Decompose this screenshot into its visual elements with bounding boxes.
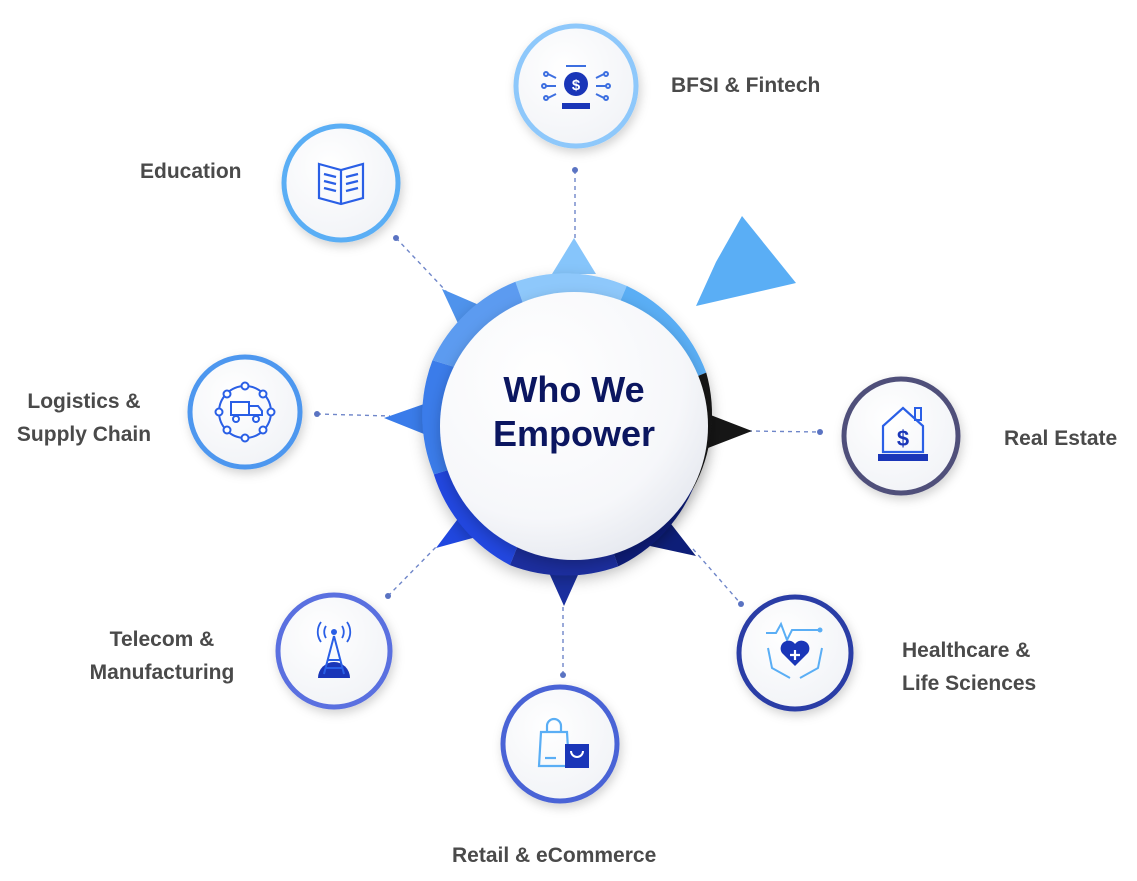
node-retail[interactable]: [500, 684, 620, 804]
connectors: [316, 170, 821, 675]
center-title-line-1: Who We: [503, 369, 645, 410]
connector-healthcare: [692, 548, 742, 605]
connector-education: [395, 237, 447, 292]
node-telecom[interactable]: [275, 592, 393, 710]
decorative-arrow-icon: [696, 216, 796, 306]
connector-logistics: [316, 413, 391, 417]
heart-hands-icon: [766, 621, 823, 679]
label-telecom: Telecom & Manufacturing: [89, 628, 235, 684]
connector-real-estate: [747, 430, 821, 433]
label-real-estate: Real Estate: [1004, 427, 1118, 450]
label-bfsi: BFSI & Fintech: [671, 74, 821, 97]
node-healthcare[interactable]: [736, 594, 854, 712]
label-retail: Retail & eCommerce: [452, 844, 657, 867]
ring-pointers: [384, 238, 752, 606]
center-disc: [440, 292, 708, 560]
connector-telecom: [387, 544, 439, 597]
antenna-tower-gear-icon: [316, 621, 352, 678]
center-title-line-2: Empower: [492, 413, 656, 454]
bank-dollar-circuit-icon: [541, 65, 611, 109]
node-bfsi[interactable]: $: [513, 23, 639, 149]
connector-dots: [314, 167, 823, 678]
open-book-icon: [317, 162, 365, 206]
svg-text:$: $: [572, 77, 581, 94]
label-logistics: Logistics & Supply Chain: [16, 390, 152, 446]
center-title: Who We Empower: [439, 368, 709, 456]
shopping-bag-icon: [537, 717, 589, 768]
node-real-estate[interactable]: $: [841, 376, 961, 496]
node-logistics[interactable]: [187, 354, 303, 470]
truck-network-icon: [214, 381, 276, 443]
house-dollar-icon: $: [878, 406, 928, 461]
label-education: Education: [140, 160, 242, 183]
label-healthcare: Healthcare & Life Sciences: [902, 639, 1037, 695]
svg-text:$: $: [897, 426, 909, 451]
node-education[interactable]: [281, 123, 401, 243]
